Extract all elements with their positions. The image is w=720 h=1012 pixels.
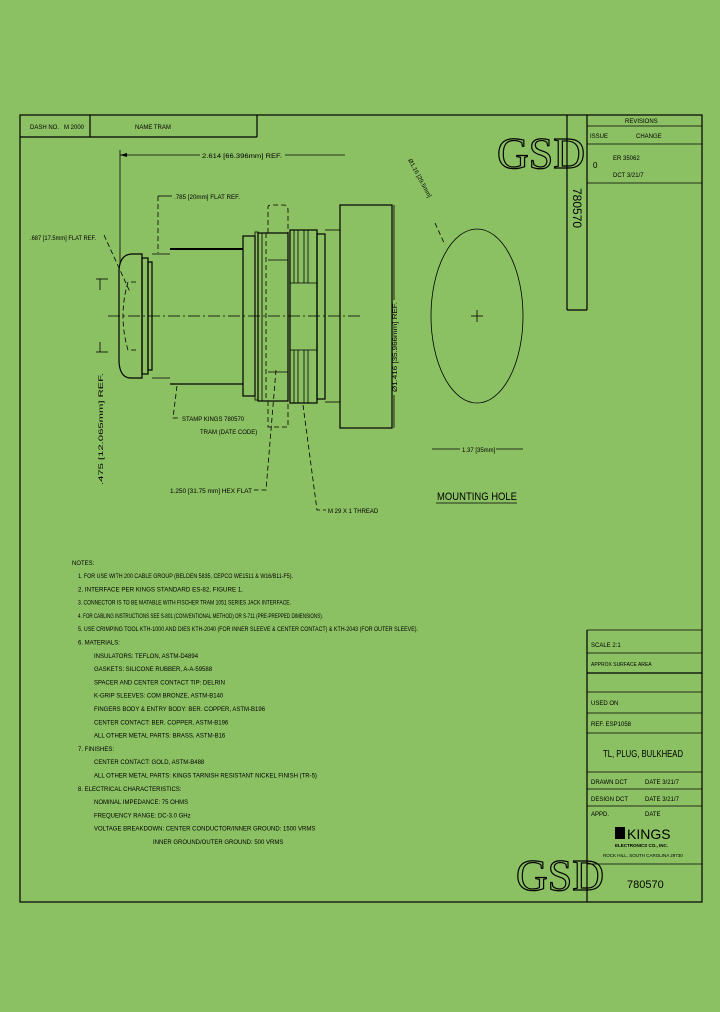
stamp-note-line-2: TRAM (DATE CODE) (200, 430, 257, 436)
approved-date: DATE (645, 812, 661, 818)
drawn-by: DRAWN DCT (591, 780, 628, 786)
revisions-block: REVISIONS ISSUE CHANGE 0 ER 35062 DCT 3/… (570, 119, 702, 228)
part-number: 780570 (627, 879, 664, 891)
note-line: 8. ELECTRICAL CHARACTERISTICS: (78, 787, 182, 793)
dim-hole-diameter: Ø1.16 [29.5mm] (406, 158, 432, 199)
note-line: CENTER CONTACT: BER. COPPER, ASTM-B196 (94, 720, 229, 726)
company-address: ROCK HILL, SOUTH CAROLINA 29730 (603, 853, 683, 858)
drawing-frame (19, 114, 703, 903)
revisions-title: REVISIONS (625, 119, 658, 125)
scale: SCALE 2:1 (591, 643, 621, 649)
reference: REF. ESP1058 (591, 722, 632, 728)
dim-diameter-475: .475 [12.065mm] REF. (99, 372, 105, 485)
note-line: K-GRIP SLEEVES: COM BRONZE, ASTM-B140 (94, 694, 224, 700)
kings-logo: KINGS ELECTRONICS CO., INC. ROCK HILL, S… (603, 826, 683, 858)
dim-hole-width: 1.37 [35mm] (462, 448, 496, 454)
note-line: VOLTAGE BREAKDOWN: CENTER CONDUCTOR/INNE… (94, 827, 315, 833)
note-line: ALL OTHER METAL PARTS: BRASS, ASTM-B16 (94, 734, 226, 740)
notes-title: NOTES: (72, 561, 95, 567)
note-line: INSULATORS: TEFLON, ASTM-D4894 (94, 654, 199, 660)
note-line: ALL OTHER METAL PARTS: KINGS TARNISH RES… (94, 774, 317, 780)
mounting-hole-view: Ø1.16 [29.5mm] 1.37 [35mm] MOUNTING HOLE (406, 158, 524, 504)
revision-change-2: DCT 3/21/7 (613, 173, 644, 179)
note-line: 4. FOR CABLING INSTRUCTIONS SEE S-801 (C… (78, 614, 323, 620)
notes: NOTES: 1. FOR USE WITH 200 CABLE GROUP (B… (72, 561, 418, 846)
used-on: USED ON (591, 701, 618, 707)
surface-area: APPROX SURFACE AREA (591, 662, 652, 668)
design-by: DESIGN DCT (591, 797, 628, 803)
note-line: FINGERS BODY & ENTRY BODY: BER. COPPER, … (94, 707, 266, 713)
note-line: NOMINAL IMPEDANCE: 75 OHMS (94, 800, 188, 806)
side-view-dimensions: 2.614 [66.396mm] REF. .785 [20mm] FLAT R… (30, 150, 399, 515)
note-line: 3. CONNECTOR IS TO BE MATABLE WITH FISCH… (78, 601, 291, 607)
side-part-number: 780570 (570, 188, 584, 228)
note-line: 6. MATERIALS: (78, 641, 120, 647)
approved-by: APPD. (591, 812, 609, 818)
note-line: GASKETS: SILICONE RUBBER, A-A-59588 (94, 667, 213, 673)
revisions-col-issue: ISSUE (590, 134, 608, 140)
dim-flat-785: .785 [20mm] FLAT REF. (174, 195, 240, 201)
note-line: SPACER AND CENTER CONTACT TIP: DELRIN (94, 680, 225, 686)
revision-issue: 0 (593, 161, 598, 170)
design-date: DATE 3/21/7 (645, 797, 680, 803)
note-line: 2. INTERFACE PER KINGS STANDARD ES-82, F… (78, 587, 243, 593)
stamp-note-line-1: STAMP KINGS 780570 (182, 417, 245, 423)
title-block: SCALE 2:1 APPROX SURFACE AREA USED ON RE… (586, 629, 702, 902)
note-line: 5. USE CRIMPING TOOL KTH-1000 AND DIES K… (78, 627, 418, 633)
revisions-col-change: CHANGE (636, 134, 662, 140)
header-block: DASH NO. M 2000 NAME TRAM (30, 125, 171, 131)
note-line: INNER GROUND/OUTER GROUND: 500 VRMS (153, 840, 283, 846)
dim-flat-687: .687 [17.5mm] FLAT REF. (30, 236, 96, 242)
gsd-stamp-top: GSD (497, 129, 585, 178)
part-name: NAME TRAM (135, 125, 171, 131)
dim-thread: M 29 X 1 THREAD (328, 509, 379, 515)
gsd-stamp-bottom: GSD (516, 851, 604, 900)
dim-hex-flat: 1.250 [31.75 mm] HEX FLAT (170, 489, 252, 495)
note-line: 7. FINISHES: (78, 747, 114, 753)
mounting-hole-label: MOUNTING HOLE (437, 491, 517, 503)
dash-no-value: M 2000 (64, 125, 85, 131)
dim-panel-diameter: Ø1.416 [35.966mm] REF. (393, 302, 399, 392)
drawn-date: DATE 3/21/7 (645, 780, 680, 786)
dim-overall-length: 2.614 [66.396mm] REF. (202, 154, 282, 160)
connector-side-view (108, 204, 393, 429)
dash-no-label: DASH NO. (30, 125, 59, 131)
company-name: KINGS (627, 826, 671, 842)
note-line: FREQUENCY RANGE: DC-3.0 GHz (94, 813, 191, 819)
drawing-title: TL, PLUG, BULKHEAD (603, 749, 683, 760)
company-subtitle: ELECTRONICS CO., INC. (615, 843, 668, 848)
note-line: 1. FOR USE WITH 200 CABLE GROUP (BELDEN … (78, 574, 293, 580)
note-line: CENTER CONTACT: GOLD, ASTM-B488 (94, 760, 205, 766)
revision-change-1: ER 35062 (613, 156, 640, 162)
